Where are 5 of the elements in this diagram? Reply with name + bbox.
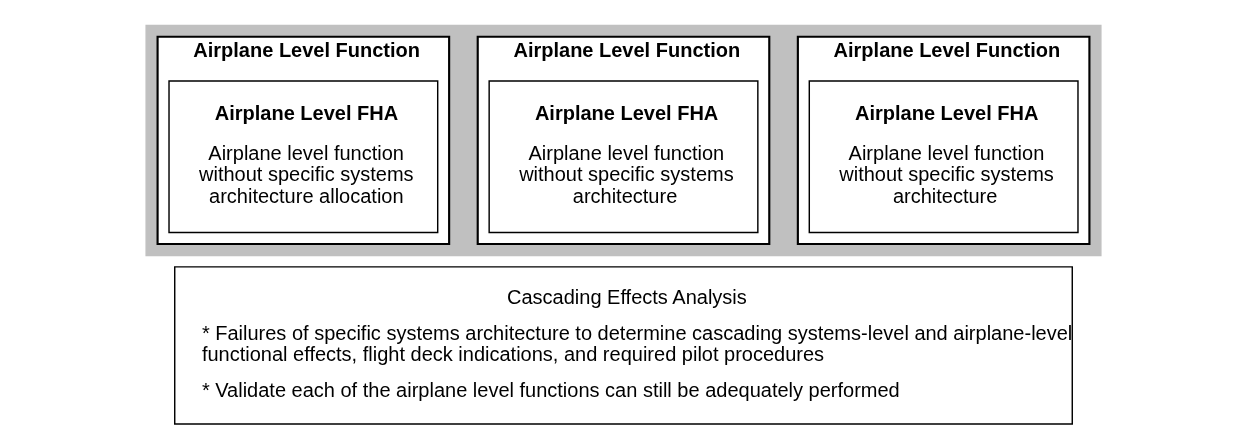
node-box: Cascading Effects Analysis * Failures of specific systems architecture to determine cascading systems-level and airplane-level functional effects, flight deck indications, and required pilot procedures * Validate each of the airplane level functions can still be adequately performed bbox=[174, 266, 1073, 425]
node-box: Airplane Level FHA Airplane level function without specific systems architecture bbox=[488, 80, 759, 234]
cluster bbox=[145, 24, 1102, 257]
node-box: Airplane Level FHA Airplane level function without specific systems architecture allocation bbox=[168, 80, 439, 234]
node-box: Airplane Level FHA Airplane level function without specific systems architecture bbox=[808, 80, 1079, 234]
